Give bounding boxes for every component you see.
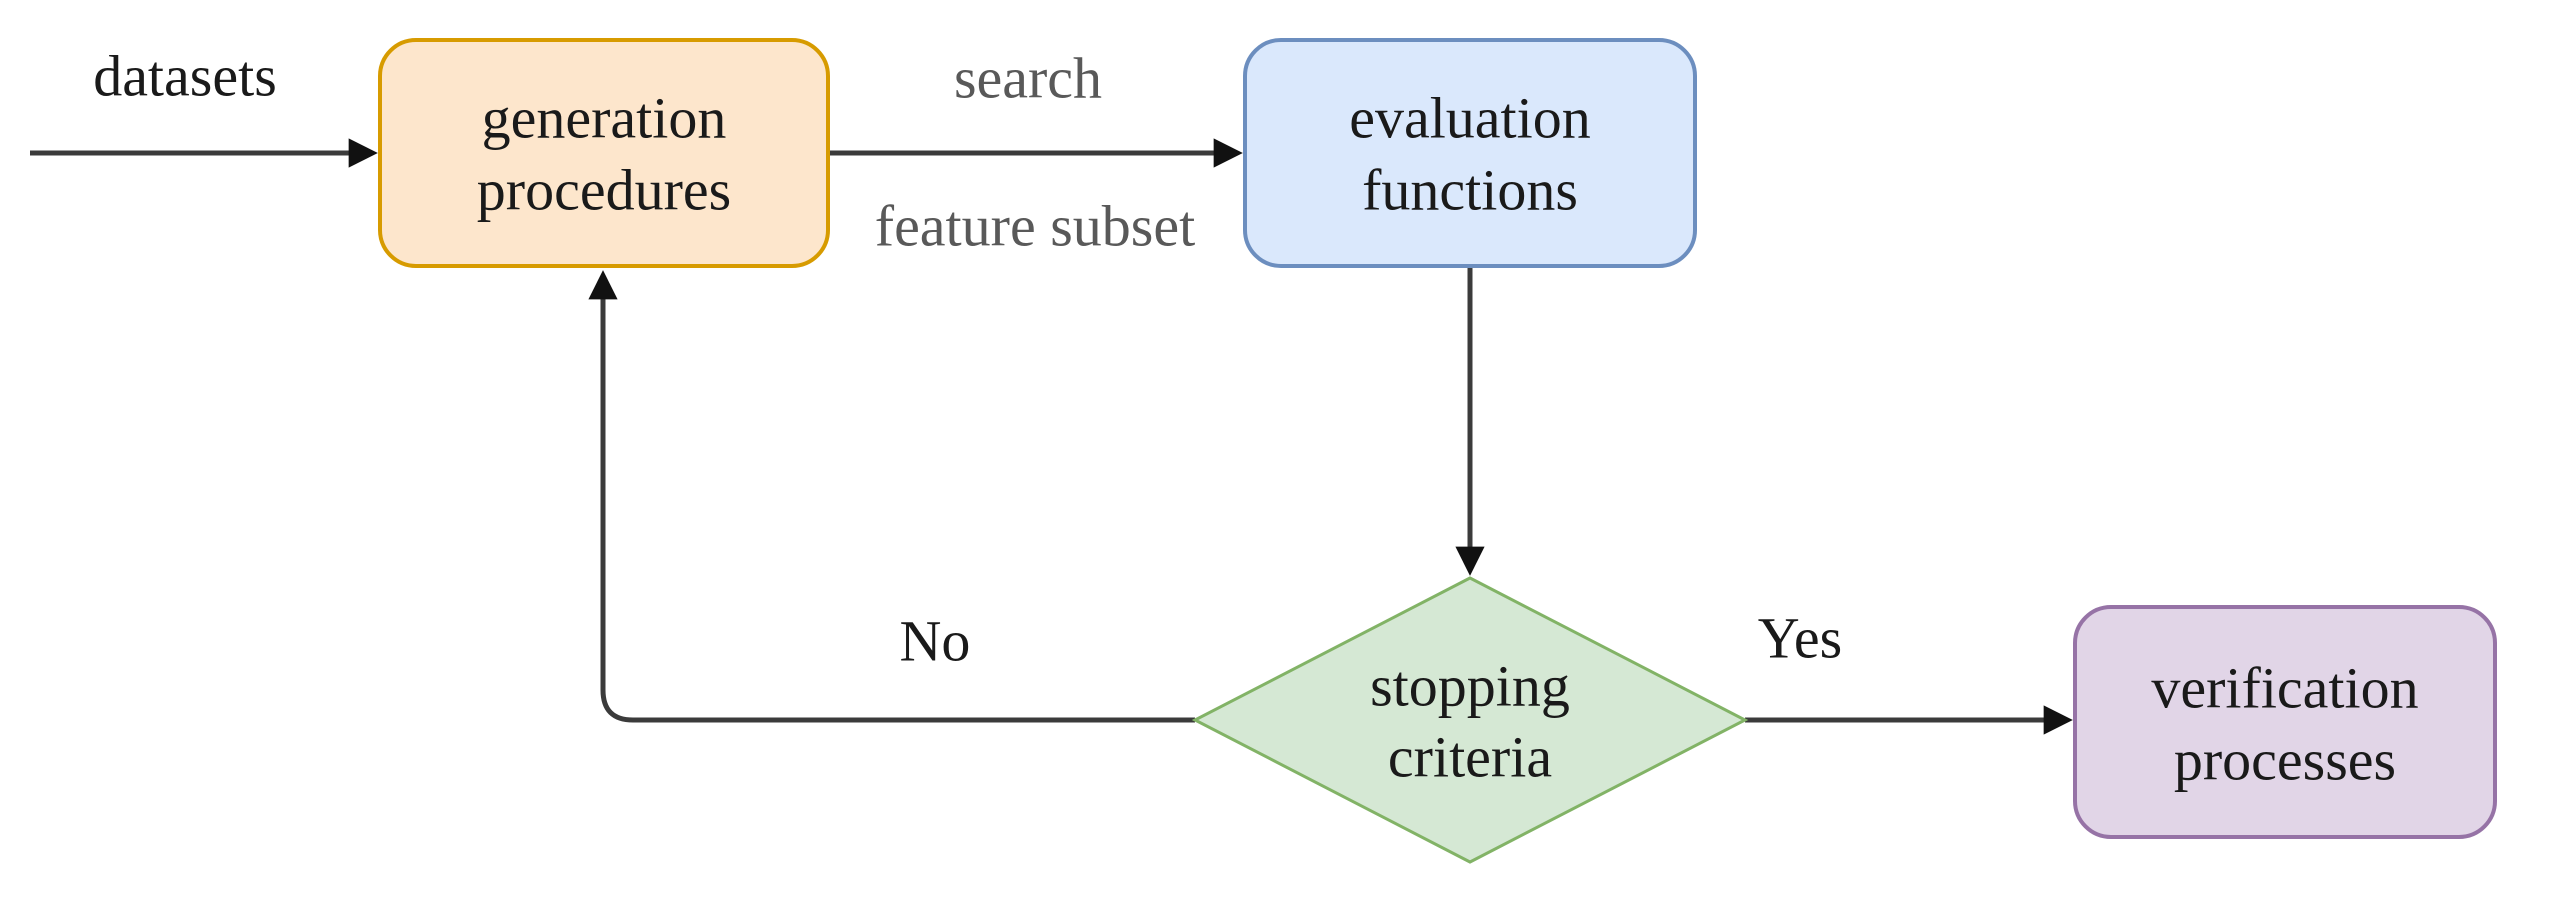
edge-label-yes: Yes xyxy=(1758,606,1842,671)
node-verification-processes: verification processes xyxy=(2073,605,2497,839)
evaluation-functions-label-line2: functions xyxy=(1362,158,1578,223)
verification-processes-box xyxy=(2073,605,2497,839)
evaluation-functions-box xyxy=(1243,38,1697,268)
stopping-criteria-label-line1: stopping xyxy=(1370,654,1570,719)
edge-label-datasets: datasets xyxy=(93,44,277,109)
edge-no-loop xyxy=(588,270,1195,723)
edge-label-search: search xyxy=(954,46,1102,111)
node-generation-procedures: generation procedures xyxy=(378,38,830,268)
edge-label-no: No xyxy=(900,609,971,674)
generation-procedures-label-line1: generation xyxy=(482,86,727,151)
edge-label-feature-subset: feature subset xyxy=(875,194,1195,259)
decision-stopping-criteria: stopping criteria xyxy=(1191,576,1749,864)
generation-procedures-label-line2: procedures xyxy=(477,158,731,223)
verification-processes-label-line2: processes xyxy=(2174,728,2396,793)
stopping-criteria-label-line2: criteria xyxy=(1388,725,1552,790)
node-evaluation-functions: evaluation functions xyxy=(1243,38,1697,268)
evaluation-functions-label-line1: evaluation xyxy=(1349,86,1591,151)
verification-processes-label-line1: verification xyxy=(2151,656,2418,721)
stopping-criteria-diamond xyxy=(1191,576,1749,864)
generation-procedures-box xyxy=(378,38,830,268)
